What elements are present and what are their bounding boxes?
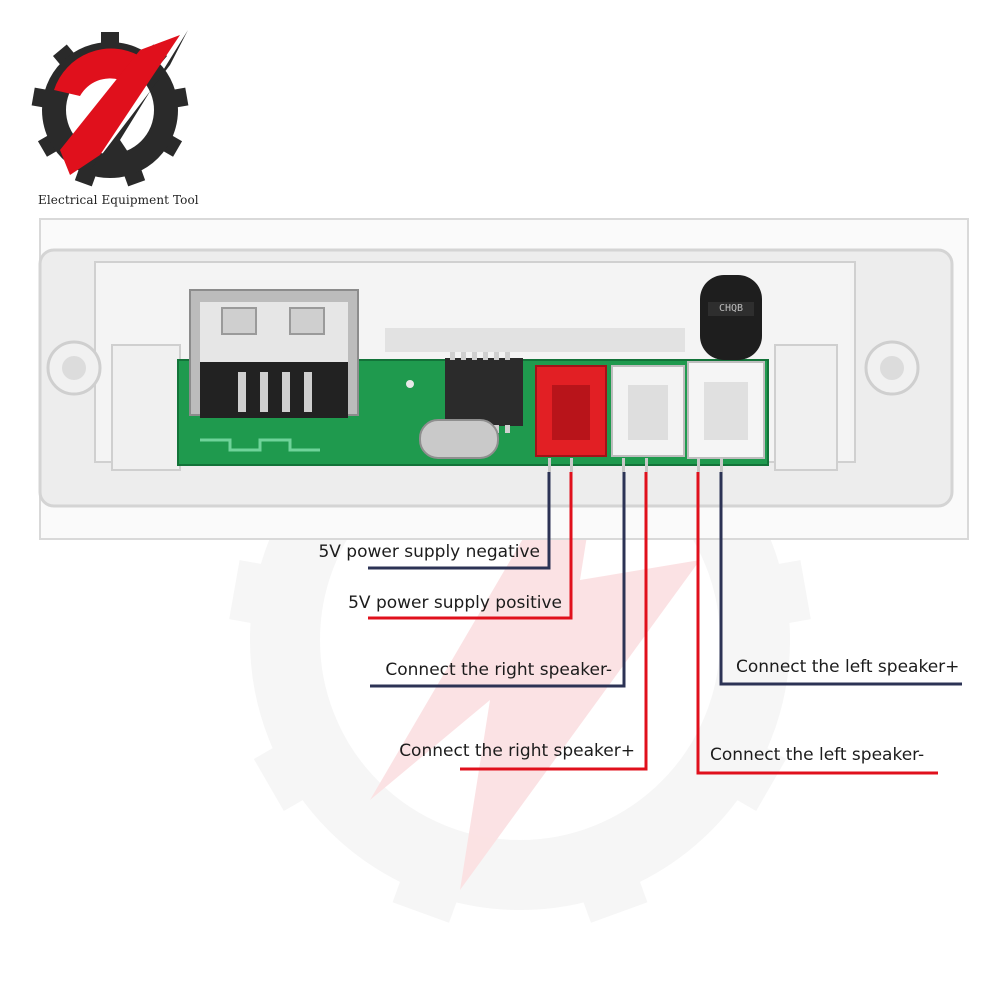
label-power-negative: 5V power supply negative — [318, 542, 540, 562]
label-left-speaker-plus: Connect the left speaker+ — [736, 657, 960, 677]
label-left-speaker-minus: Connect the left speaker- — [710, 745, 925, 765]
label-right-speaker-minus: Connect the right speaker- — [385, 660, 612, 680]
wire-right-speaker-minus — [370, 472, 626, 688]
wire-right-speaker-plus — [460, 472, 648, 771]
wire-power-positive — [368, 472, 573, 620]
brand-name: Electrical Equipment Tool — [38, 193, 199, 207]
label-power-positive: 5V power supply positive — [348, 593, 562, 613]
label-right-speaker-plus: Connect the right speaker+ — [399, 741, 635, 761]
regulator-chip-marking: CHQB — [718, 303, 744, 314]
wire-power-negative — [368, 472, 551, 570]
wire-left-speaker-minus — [696, 472, 938, 775]
wire-left-speaker-plus — [719, 472, 962, 686]
